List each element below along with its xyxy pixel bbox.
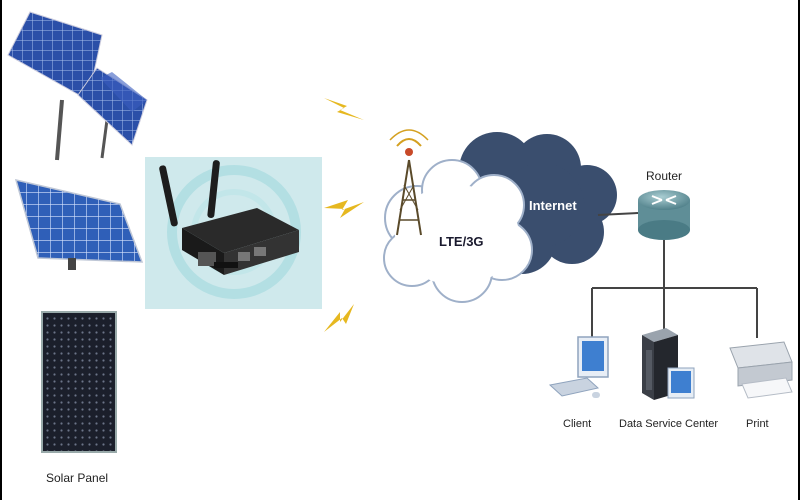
internet-label: Internet bbox=[529, 198, 577, 213]
lan-links bbox=[591, 240, 758, 340]
lte-label: LTE/3G bbox=[439, 234, 484, 249]
data-server-icon bbox=[642, 328, 695, 400]
wireless-link-bolts bbox=[324, 98, 364, 332]
solar-array-tilted bbox=[14, 178, 144, 270]
data-service-center-label: Data Service Center bbox=[619, 418, 719, 430]
router-icon bbox=[638, 190, 690, 240]
client-label: Client bbox=[563, 418, 592, 430]
solar-array-angled bbox=[7, 11, 148, 161]
cellular-gateway-device bbox=[145, 157, 322, 309]
cell-tower bbox=[389, 129, 429, 236]
solar-panel-label: Solar Panel bbox=[46, 471, 109, 485]
lte-cloud bbox=[383, 159, 533, 303]
internet-router-link bbox=[597, 212, 639, 216]
print-label: Print bbox=[746, 418, 769, 430]
router-label: Router bbox=[646, 169, 683, 183]
client-pc-icon bbox=[548, 336, 609, 398]
solar-panel-mono bbox=[41, 311, 117, 453]
printer-icon bbox=[729, 341, 793, 399]
